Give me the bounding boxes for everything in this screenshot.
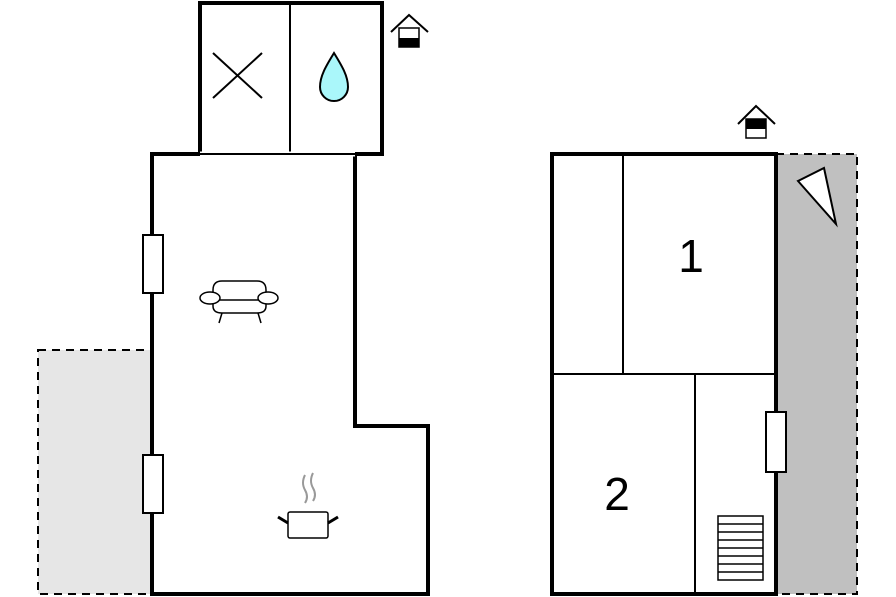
compass-north-icon <box>796 166 838 228</box>
window <box>142 454 164 514</box>
stairs-icon <box>717 515 764 581</box>
room-label-1: 1 <box>678 230 704 282</box>
house-entrance-icon <box>390 13 429 48</box>
terrace-left <box>37 349 153 595</box>
toilet-cross-icon <box>212 52 263 99</box>
window <box>142 234 164 294</box>
window <box>765 411 787 473</box>
terrace-right <box>775 153 858 595</box>
house-entrance-icon <box>737 104 776 139</box>
cooking-pot-icon <box>277 472 339 539</box>
water-drop-icon <box>318 51 350 102</box>
sofa-icon <box>199 280 279 324</box>
building-left <box>142 1 430 596</box>
room-label-2: 2 <box>604 468 630 520</box>
